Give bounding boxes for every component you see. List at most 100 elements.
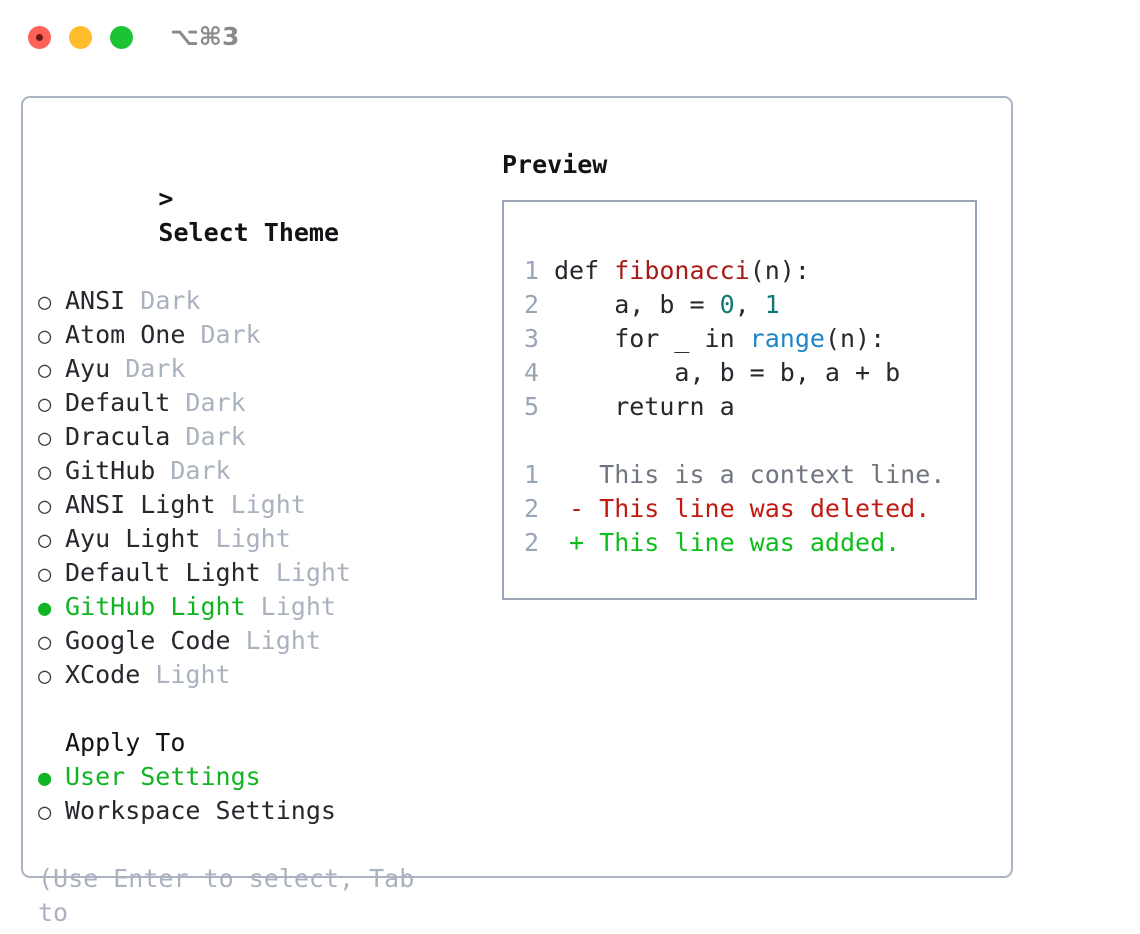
diff-line-ctx: 1 This is a context line.	[524, 458, 975, 492]
theme-option-ansi-light[interactable]: ○ANSI Light Light	[38, 488, 498, 522]
apply-to-option-user-settings[interactable]: ● User Settings	[38, 760, 498, 794]
code-token-call: range	[749, 324, 825, 353]
code-token-plain: (n):	[749, 256, 810, 285]
radio-unselected-icon: ○	[38, 494, 52, 519]
theme-option-variant: Dark	[110, 354, 186, 383]
title-bar: ⌥⌘3	[0, 0, 1140, 78]
theme-option-label: Dracula	[65, 422, 171, 451]
theme-option-variant: Dark	[170, 388, 246, 417]
code-line: 4 a, b = b, a + b	[524, 356, 975, 390]
code-line: 2 a, b = 0, 1	[524, 288, 975, 322]
radio-unselected-icon: ○	[38, 562, 52, 587]
theme-option-label: GitHub Light	[65, 592, 246, 621]
theme-option-variant: Light	[260, 558, 351, 587]
theme-option-ayu[interactable]: ○ Ayu Dark	[38, 352, 498, 386]
theme-option-variant: Dark	[125, 286, 201, 315]
theme-option-ansi[interactable]: ○ ANSI Dark	[38, 284, 498, 318]
code-line-text: return a	[554, 390, 735, 424]
diff-line-number: 2	[524, 494, 540, 523]
theme-option-label: GitHub	[65, 456, 156, 485]
radio-unselected-icon: ○	[38, 392, 52, 417]
theme-option-label: Atom One	[65, 320, 186, 349]
code-line-number: 4	[524, 358, 540, 387]
theme-option-label: ANSI Light	[65, 490, 216, 519]
theme-option-variant: Light	[230, 626, 321, 655]
theme-option-label: Default Light	[65, 558, 261, 587]
diff-line-number: 2	[524, 528, 540, 557]
theme-option-ayu-light[interactable]: ○Ayu Light Light	[38, 522, 498, 556]
code-token-fn: fibonacci	[614, 256, 750, 285]
theme-option-label: Ayu Light	[65, 524, 201, 553]
maximize-button-icon[interactable]	[110, 26, 133, 49]
code-line: 5 return a	[524, 390, 975, 424]
diff-sample: 1 This is a context line.2 - This line w…	[524, 458, 975, 560]
diff-line-text: - This line was deleted.	[554, 494, 931, 523]
code-line-text: a, b = b, a + b	[554, 356, 900, 390]
radio-unselected-icon: ○	[38, 290, 52, 315]
diff-line-add: 2 + This line was added.	[524, 526, 975, 560]
theme-option-variant: Dark	[185, 320, 261, 349]
radio-unselected-icon: ○	[38, 324, 52, 349]
radio-unselected-icon: ○	[38, 664, 52, 689]
code-line-number: 5	[524, 392, 540, 421]
code-token-num: 1	[764, 290, 780, 319]
list-spacer	[38, 692, 498, 726]
close-button-icon[interactable]	[28, 26, 51, 49]
apply-to-list: ● User Settings ○Workspace Settings	[38, 760, 498, 828]
code-line-text: for _ in range(n):	[554, 322, 885, 356]
radio-unselected-icon: ○	[38, 426, 52, 451]
code-line: 3 for _ in range(n):	[524, 322, 975, 356]
theme-option-variant: Light	[140, 660, 231, 689]
code-token-plain: def	[554, 256, 615, 285]
code-token-plain: a, b = b, a + b	[554, 358, 901, 387]
radio-unselected-icon: ○	[38, 460, 52, 485]
theme-option-github[interactable]: ○ GitHub Dark	[38, 454, 498, 488]
select-theme-label: Select Theme	[158, 218, 340, 247]
apply-to-option-workspace-settings[interactable]: ○Workspace Settings	[38, 794, 498, 828]
theme-picker-column: > Select Theme ○ANSI Dark○Atom One Dark○…	[38, 148, 498, 934]
main-panel: > Select Theme ○ANSI Dark○Atom One Dark○…	[21, 96, 1013, 934]
preview-heading: Preview	[502, 150, 608, 179]
diff-line-text: This is a context line.	[554, 460, 946, 489]
theme-option-atom-one[interactable]: ○ Atom One Dark	[38, 318, 498, 352]
code-token-plain: ,	[734, 290, 765, 319]
radio-selected-icon: ●	[38, 766, 52, 791]
theme-option-label: ANSI	[65, 286, 126, 315]
code-token-plain: (n):	[824, 324, 886, 353]
theme-option-github-light[interactable]: ● GitHub Light Light	[38, 590, 498, 624]
apply-to-option-label: User Settings	[65, 762, 261, 791]
code-token-num: 0	[719, 290, 735, 319]
radio-selected-icon: ●	[38, 596, 52, 621]
radio-unselected-icon: ○	[38, 630, 52, 655]
theme-option-label: Google Code	[65, 626, 231, 655]
code-token-plain: for _ in	[554, 324, 750, 353]
select-theme-heading: > Select Theme	[38, 148, 498, 284]
keyboard-hint-text: (Use Enter to select, Tab to change focu…	[38, 864, 415, 934]
apply-to-heading: Apply To	[65, 728, 186, 757]
diff-line-number: 1	[524, 460, 540, 489]
diff-line-text: + This line was added.	[554, 528, 901, 557]
theme-option-dracula[interactable]: ○ Dracula Dark	[38, 420, 498, 454]
theme-option-default[interactable]: ○ Default Dark	[38, 386, 498, 420]
theme-option-label: XCode	[65, 660, 141, 689]
theme-option-variant: Light	[245, 592, 336, 621]
heading-caret-icon: >	[158, 184, 174, 213]
theme-option-default-light[interactable]: ○ Default Light Light	[38, 556, 498, 590]
code-line-number: 1	[524, 256, 540, 285]
theme-option-xcode[interactable]: ○ XCode Light	[38, 658, 498, 692]
code-token-plain: return a	[554, 392, 735, 421]
radio-unselected-icon: ○	[38, 358, 52, 383]
code-token-plain: a, b =	[554, 290, 720, 319]
theme-option-variant: Dark	[155, 456, 231, 485]
theme-option-label: Default	[65, 388, 171, 417]
minimize-button-icon[interactable]	[69, 26, 92, 49]
theme-option-variant: Dark	[170, 422, 246, 451]
theme-list: ○ ANSI Dark ○ Atom One Dark ○ Ayu Dark ○ Defaul…	[38, 284, 498, 692]
code-line-number: 2	[524, 290, 540, 319]
theme-option-google-code[interactable]: ○ Google Code Light	[38, 624, 498, 658]
theme-option-label: Ayu	[65, 354, 111, 383]
